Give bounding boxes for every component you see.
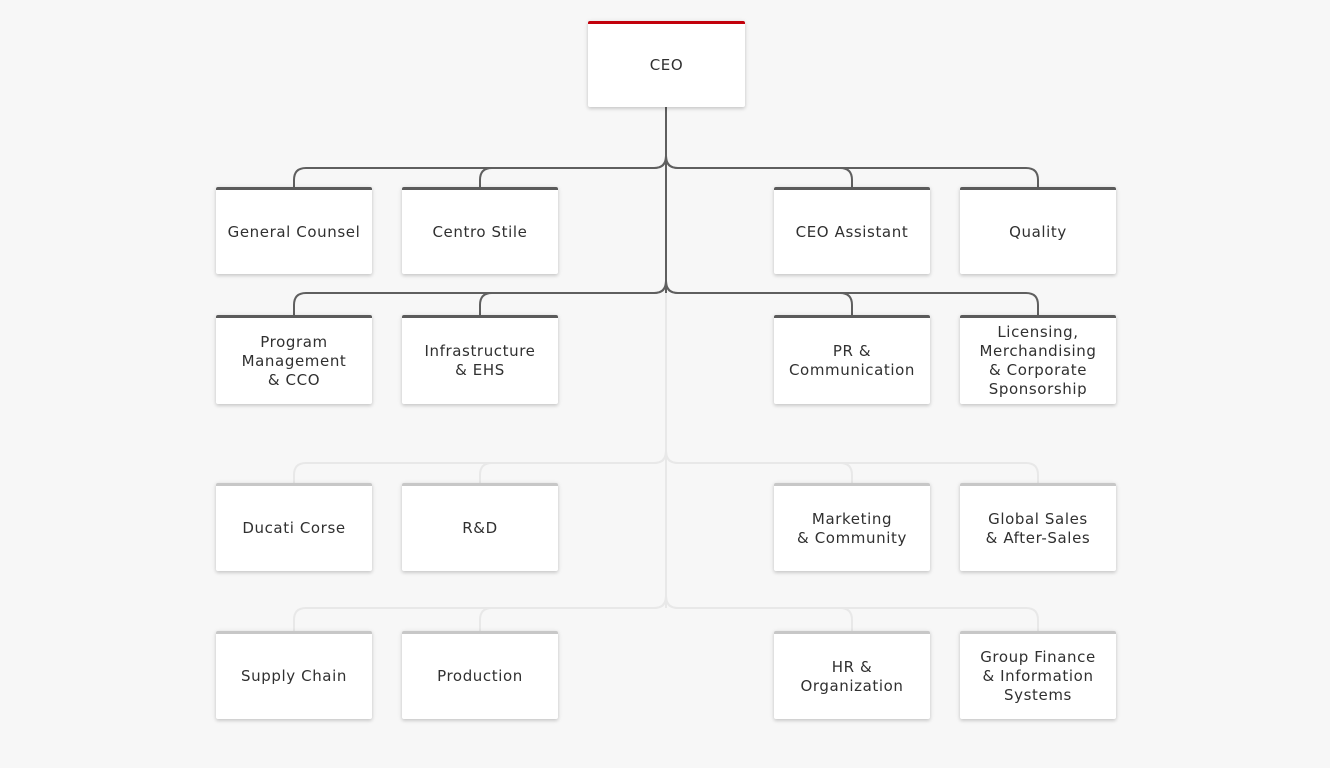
- node-label: Quality: [1009, 222, 1067, 241]
- node-ceo-assistant: CEO Assistant: [774, 187, 930, 274]
- connector-l4-left-inner: [479, 595, 667, 632]
- node-label: CEO Assistant: [795, 222, 909, 241]
- node-ducati-corse: Ducati Corse: [216, 483, 372, 571]
- connector-l1-right-inner: [665, 155, 853, 188]
- node-label: Centro Stile: [432, 222, 528, 241]
- node-label: Ducati Corse: [242, 519, 346, 537]
- connector-l3-right-inner: [665, 450, 853, 484]
- node-label: Licensing, Merchandising & Corporate Spo…: [979, 323, 1097, 398]
- node-label: PR & Communication: [788, 342, 916, 379]
- node-label: HR & Organization: [800, 657, 904, 695]
- node-label: General Counsel: [227, 222, 361, 241]
- node-hr-organization: HR & Organization: [774, 631, 930, 719]
- connector-l4-right-outer: [665, 595, 1039, 632]
- connector-l3-right-outer: [665, 450, 1039, 484]
- node-general-counsel: General Counsel: [216, 187, 372, 274]
- node-label: Global Sales & After-Sales: [985, 509, 1091, 547]
- node-label: Group Finance & Information Systems: [980, 648, 1096, 704]
- node-infrastructure-ehs: Infrastructure & EHS: [402, 315, 558, 404]
- node-label: R&D: [462, 519, 498, 537]
- connector-l4-right-inner: [665, 595, 853, 632]
- node-label: Supply Chain: [241, 667, 347, 685]
- node-label: Program Management & CCO: [241, 332, 347, 389]
- node-group-finance-information-systems: Group Finance & Information Systems: [960, 631, 1116, 719]
- node-label: Infrastructure & EHS: [424, 342, 536, 379]
- node-production: Production: [402, 631, 558, 719]
- node-centro-stile: Centro Stile: [402, 187, 558, 274]
- connector-l1-left-inner: [479, 155, 667, 188]
- node-quality: Quality: [960, 187, 1116, 274]
- node-licensing-merchandising: Licensing, Merchandising & Corporate Spo…: [960, 315, 1116, 404]
- node-supply-chain: Supply Chain: [216, 631, 372, 719]
- node-marketing-community: Marketing & Community: [774, 483, 930, 571]
- connector-l2-right-outer: [665, 280, 1039, 316]
- node-label: CEO: [649, 56, 684, 74]
- node-label: Marketing & Community: [797, 509, 907, 547]
- node-ceo: CEO: [588, 21, 745, 107]
- node-program-management-cco: Program Management & CCO: [216, 315, 372, 404]
- node-global-sales-after-sales: Global Sales & After-Sales: [960, 483, 1116, 571]
- node-rd: R&D: [402, 483, 558, 571]
- connector-l2-right-inner: [665, 280, 853, 316]
- node-label: Production: [437, 667, 523, 685]
- node-pr-communication: PR & Communication: [774, 315, 930, 404]
- connector-l2-left-inner: [479, 280, 667, 316]
- connector-l1-right-outer: [665, 155, 1039, 188]
- connector-l3-left-inner: [479, 450, 667, 484]
